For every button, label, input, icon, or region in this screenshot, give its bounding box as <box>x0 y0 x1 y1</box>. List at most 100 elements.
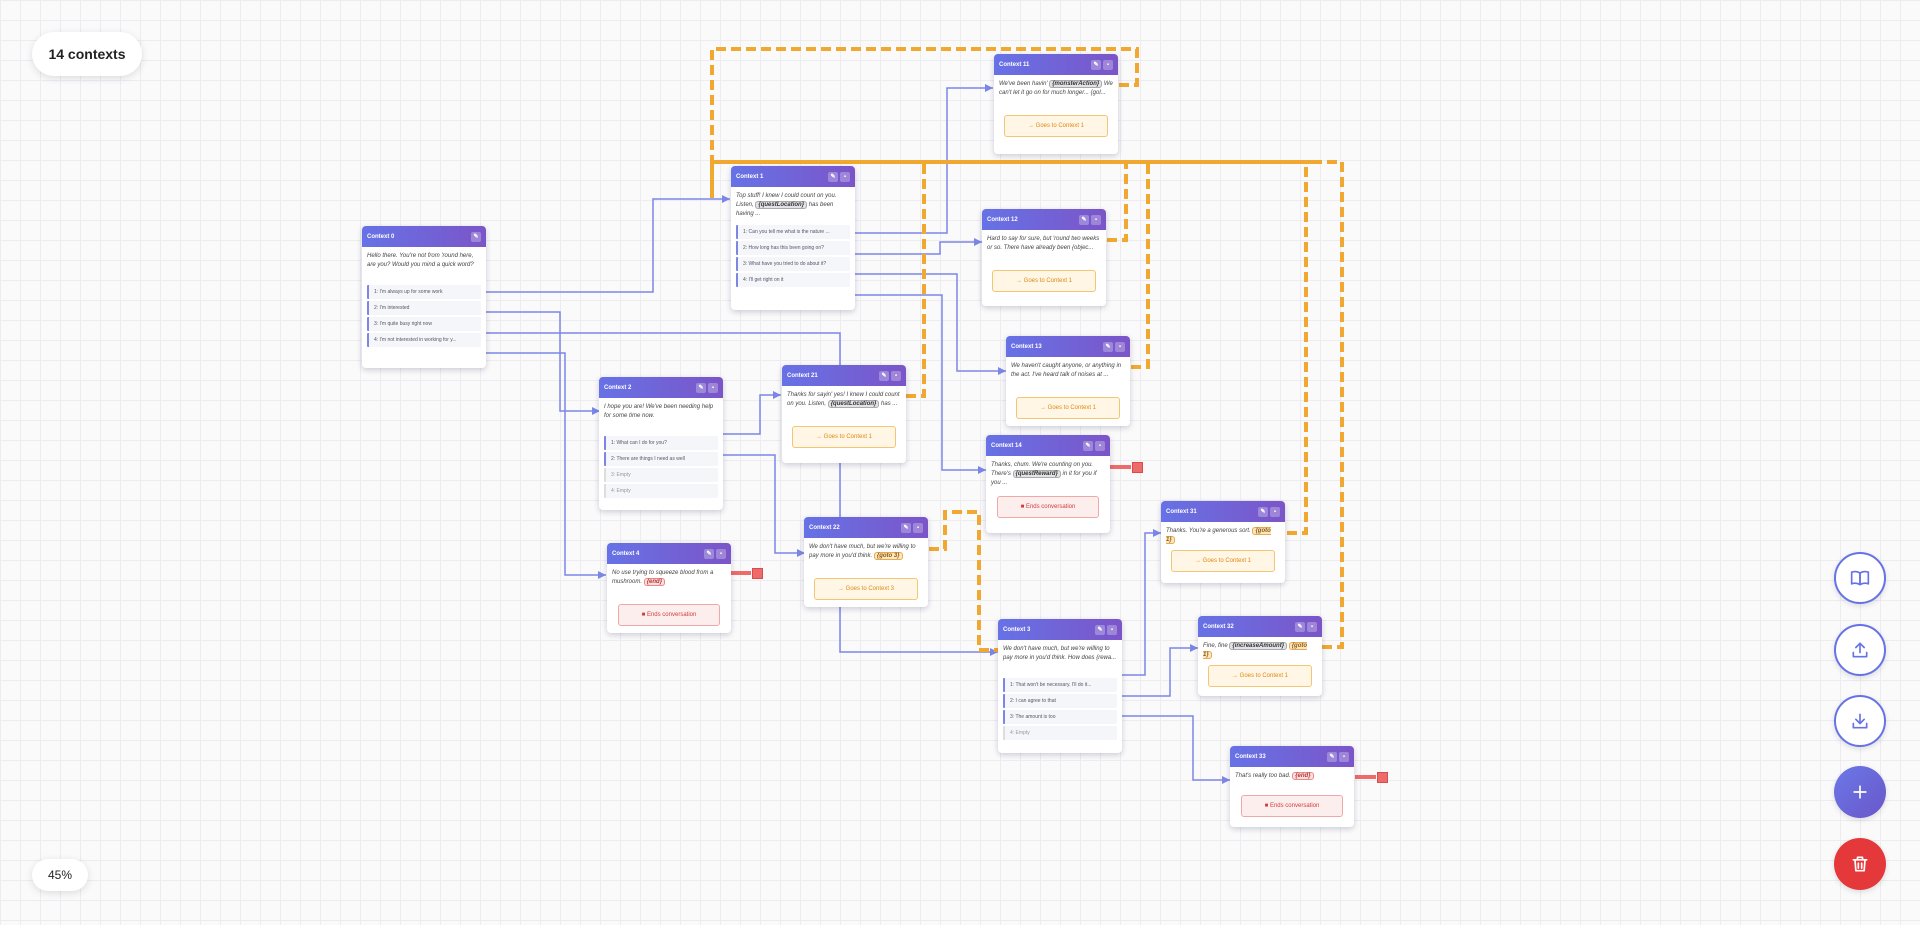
context-title: Context 22 <box>809 524 840 531</box>
trash-icon[interactable]: ▪ <box>1107 624 1117 635</box>
choice-item[interactable]: 4: I'm not interested in working for y..… <box>367 333 481 347</box>
end-marker <box>1377 772 1388 783</box>
edit-icon[interactable]: ✎ <box>1295 621 1305 632</box>
variable-tag: {questLocation} <box>827 400 880 408</box>
edit-icon[interactable]: ✎ <box>879 370 889 381</box>
trash-icon[interactable]: ▪ <box>840 171 850 182</box>
choice-item[interactable]: 1: What can I do for you? <box>604 436 718 450</box>
context-node[interactable]: Context 14 ✎ ▪ Thanks, chum. We're count… <box>986 435 1110 533</box>
context-node[interactable]: Context 32 ✎ ▪ Fine, fine {increaseAmoun… <box>1198 616 1322 696</box>
context-text: No use trying to squeeze blood from a mu… <box>612 570 714 586</box>
variable-tag: {questReward} <box>1012 470 1061 478</box>
end-tag: {end} <box>1292 772 1314 780</box>
context-title: Context 32 <box>1203 623 1234 630</box>
edit-icon[interactable]: ✎ <box>1095 624 1105 635</box>
download-icon <box>1852 713 1868 729</box>
trash-icon[interactable]: ▪ <box>1115 341 1125 352</box>
context-node[interactable]: Context 13 ✎ ▪ We haven't caught anyone,… <box>1006 336 1130 426</box>
import-button[interactable] <box>1834 695 1886 747</box>
ends-conversation-label: ■ Ends conversation <box>618 604 720 626</box>
add-context-button[interactable] <box>1834 766 1886 818</box>
trash-icon[interactable]: ▪ <box>708 382 718 393</box>
goto-tag: {goto 3} <box>873 552 903 560</box>
choice-item[interactable]: 3: Empty <box>604 468 718 482</box>
edit-icon[interactable]: ✎ <box>828 171 838 182</box>
context-node[interactable]: Context 31 ✎ ▪ Thanks. You're a generous… <box>1161 501 1285 583</box>
choice-item[interactable]: 4: Empty <box>604 484 718 498</box>
choice-item[interactable]: 2: There are things I need as well <box>604 452 718 466</box>
context-text: Thanks. You're a generous sort. {goto 1} <box>1166 527 1271 544</box>
context-node[interactable]: Context 4 ✎ ▪ No use trying to squeeze b… <box>607 543 731 633</box>
guide-button[interactable] <box>1834 552 1886 604</box>
context-node[interactable]: Context 3 ✎ ▪ We don't have much, but we… <box>998 619 1122 753</box>
edit-icon[interactable]: ✎ <box>704 548 714 559</box>
trash-icon[interactable]: ▪ <box>891 370 901 381</box>
end-tag: {end} <box>643 578 666 586</box>
context-text: We haven't caught anyone, or anything in… <box>1011 363 1122 378</box>
choice-item[interactable]: 2: I can agree to that <box>1003 694 1117 708</box>
context-node[interactable]: Context 21 ✎ ▪ Thanks for sayin' yes! I … <box>782 365 906 463</box>
goes-to-label: → Goes to Context 1 <box>992 270 1096 292</box>
choice-item[interactable]: 4: Empty <box>1003 726 1117 740</box>
context-node[interactable]: Context 11 ✎ ▪ We've been havin' {monste… <box>994 54 1118 154</box>
trash-icon[interactable]: ▪ <box>1339 751 1349 762</box>
choice-item[interactable]: 3: The amount is too <box>1003 710 1117 724</box>
choice-item[interactable]: 1: I'm always up for some work <box>367 285 481 299</box>
context-text: Fine, fine {increaseAmount} {goto 1} <box>1203 642 1308 659</box>
book-icon <box>1850 570 1870 586</box>
choice-item[interactable]: 3: What have you tried to do about it? <box>736 257 850 271</box>
trash-icon[interactable]: ▪ <box>1103 59 1113 70</box>
context-title: Context 4 <box>612 550 640 557</box>
edit-icon[interactable]: ✎ <box>1083 440 1093 451</box>
context-node[interactable]: Context 2 ✎ ▪ I hope you are! We've been… <box>599 377 723 510</box>
link-c0-2-to-c2 <box>476 311 600 412</box>
edit-icon[interactable]: ✎ <box>1091 59 1101 70</box>
edit-icon[interactable]: ✎ <box>696 382 706 393</box>
choice-item[interactable]: 3: I'm quite busy right now <box>367 317 481 331</box>
context-title: Context 2 <box>604 384 632 391</box>
context-node[interactable]: Context 1 ✎ ▪ Top stuff! I knew I could … <box>731 166 855 310</box>
trash-icon[interactable]: ▪ <box>1307 621 1317 632</box>
context-text: We've been havin' {monsterAction} We can… <box>999 80 1113 96</box>
choice-item[interactable]: 2: I'm interested <box>367 301 481 315</box>
edit-icon[interactable]: ✎ <box>901 522 911 533</box>
delete-all-button[interactable] <box>1834 838 1886 890</box>
trash-icon[interactable]: ▪ <box>716 548 726 559</box>
context-text: Hello there. You're not from 'round here… <box>367 253 474 268</box>
choice-item[interactable]: 1: That won't be necessary. I'll do it..… <box>1003 678 1117 692</box>
context-text: Hard to say for sure, but 'round two wee… <box>987 236 1100 251</box>
ends-conversation-label: ■ Ends conversation <box>997 496 1099 518</box>
edit-icon[interactable]: ✎ <box>1258 506 1268 517</box>
goes-to-label: → Goes to Context 1 <box>1004 115 1108 137</box>
choice-item[interactable]: 2: How long has this been going on? <box>736 241 850 255</box>
context-node[interactable]: Context 33 ✎ ▪ That's really too bad. {e… <box>1230 746 1354 827</box>
goes-to-label: → Goes to Context 3 <box>814 578 918 600</box>
choice-item[interactable]: 4: I'll get right on it <box>736 273 850 287</box>
choice-item[interactable]: 1: Can you tell me what is the nature ..… <box>736 225 850 239</box>
zoom-level[interactable]: 45% <box>32 859 88 891</box>
edit-icon[interactable]: ✎ <box>1079 214 1089 225</box>
trash-icon <box>1852 856 1868 872</box>
context-text: That's really too bad. {end} <box>1230 767 1354 791</box>
context-text: We don't have much, but we're willing to… <box>809 544 916 560</box>
context-node[interactable]: Context 0 ✎ Hello there. You're not from… <box>362 226 486 368</box>
edit-icon[interactable]: ✎ <box>471 231 481 242</box>
goes-to-label: → Goes to Context 1 <box>1208 665 1312 687</box>
contexts-count-badge: 14 contexts <box>32 32 142 76</box>
trash-icon[interactable]: ▪ <box>1270 506 1280 517</box>
end-marker <box>1132 462 1143 473</box>
trash-icon[interactable]: ▪ <box>913 522 923 533</box>
context-node[interactable]: Context 22 ✎ ▪ We don't have much, but w… <box>804 517 928 607</box>
trash-icon[interactable]: ▪ <box>1091 214 1101 225</box>
context-node[interactable]: Context 12 ✎ ▪ Hard to say for sure, but… <box>982 209 1106 306</box>
edit-icon[interactable]: ✎ <box>1103 341 1113 352</box>
context-title: Context 1 <box>736 173 764 180</box>
variable-tag: {increaseAmount} <box>1229 642 1288 650</box>
trash-icon[interactable]: ▪ <box>1095 440 1105 451</box>
export-button[interactable] <box>1834 624 1886 676</box>
goes-to-label: → Goes to Context 1 <box>1016 397 1120 419</box>
goes-to-label: → Goes to Context 1 <box>792 426 896 448</box>
edit-icon[interactable]: ✎ <box>1327 751 1337 762</box>
context-title: Context 11 <box>999 61 1030 68</box>
